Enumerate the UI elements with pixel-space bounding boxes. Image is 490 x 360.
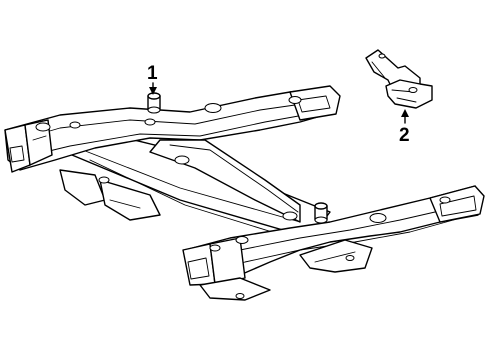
callout-2-label: 2 <box>399 125 410 146</box>
callout-1: 1 <box>147 63 158 95</box>
callout-2: 2 <box>399 109 410 146</box>
callout-1-label: 1 <box>147 63 158 84</box>
engine-cradle-icon <box>4 85 485 301</box>
bracket-icon <box>365 49 433 109</box>
